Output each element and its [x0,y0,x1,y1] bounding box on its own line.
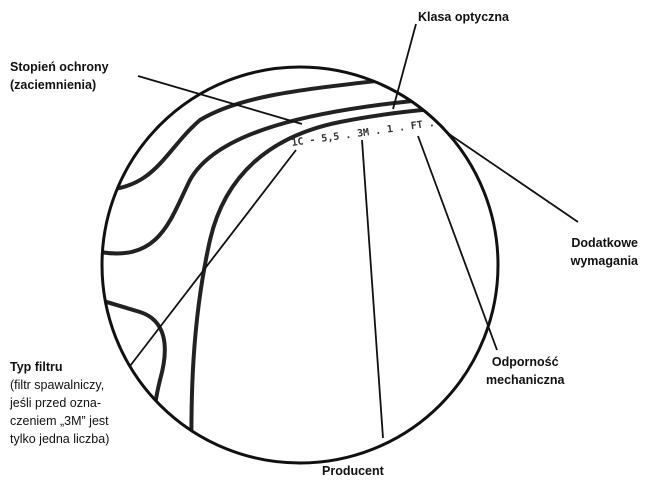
label-producent: Producent [322,462,384,480]
label-dodatkowe-line2: wymagania [571,252,638,270]
label-odpornosc-line1: Odporność [486,353,565,371]
label-dodatkowe-line1: Dodatkowe [571,234,638,252]
label-stopien-line1: Stopień ochrony [10,58,109,76]
label-klasa-title: Klasa optyczna [418,8,509,26]
label-typ-desc-2: jeśli przed ozna- [10,394,109,412]
label-typ-desc-3: czeniem „3M” jest [10,412,109,430]
label-typ-desc-1: (filtr spawalniczy, [10,376,109,394]
label-dodatkowe-wymagania: Dodatkowe wymagania [571,234,638,270]
label-stopien-line2: (zaciemnienia) [10,76,109,94]
label-producent-title: Producent [322,462,384,480]
label-typ-desc-4: tylko jedna liczba) [10,430,109,448]
label-klasa-optyczna: Klasa optyczna [418,8,509,26]
label-odpornosc-line2: mechaniczna [486,371,565,389]
temple-edge [460,60,500,104]
label-odpornosc-mechaniczna: Odporność mechaniczna [486,353,565,389]
label-typ-filtru: Typ filtru (filtr spawalniczy, jeśli prz… [10,358,109,448]
label-stopien-ochrony: Stopień ochrony (zaciemnienia) [10,58,109,94]
label-typ-title: Typ filtru [10,358,109,376]
